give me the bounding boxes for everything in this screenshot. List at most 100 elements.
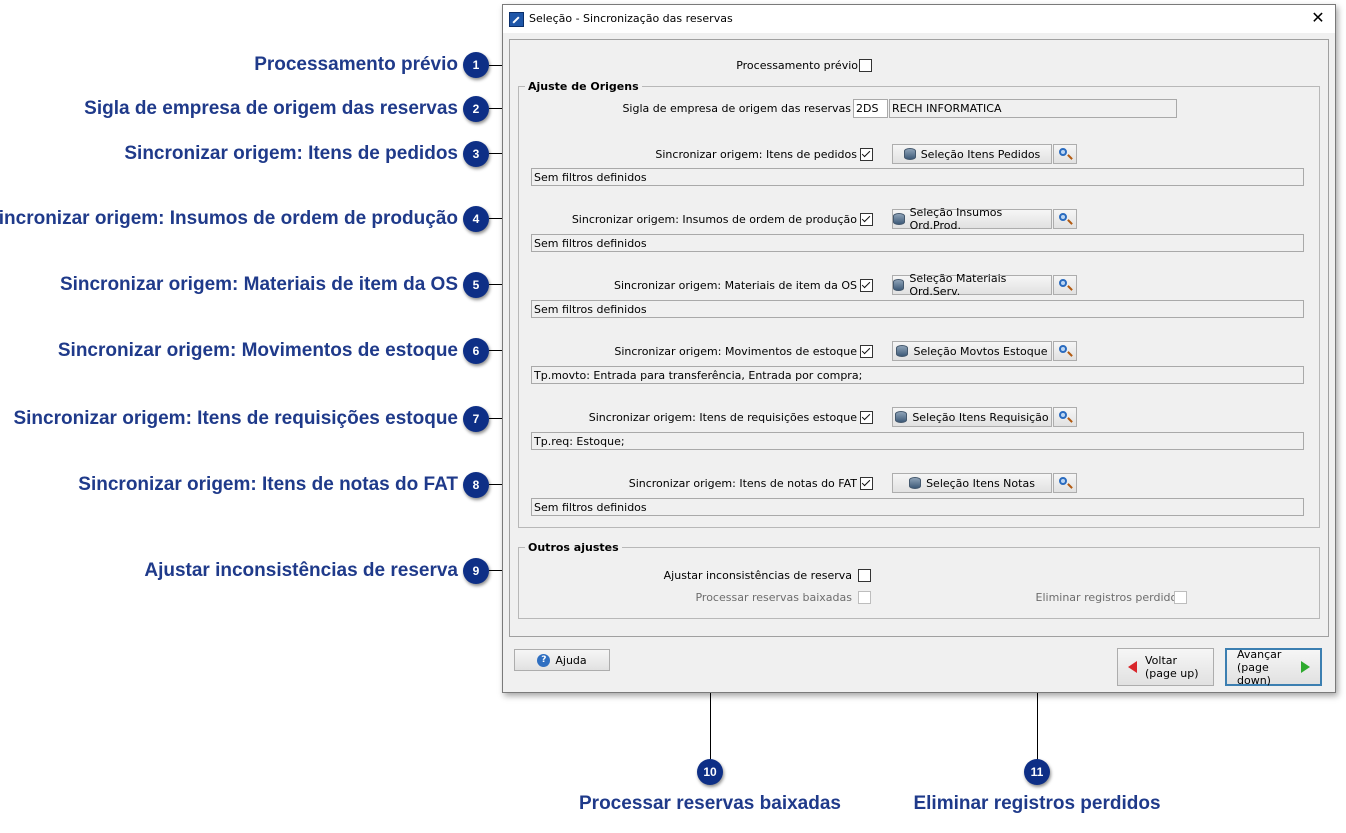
magnifier-icon bbox=[1059, 279, 1067, 287]
database-icon bbox=[903, 148, 916, 160]
annotation-badge: 8 bbox=[463, 472, 489, 498]
search-origin-4-button[interactable] bbox=[1053, 341, 1077, 361]
selecao-notas-button[interactable]: Seleção Itens Notas bbox=[892, 473, 1052, 493]
origin-movimentos-checkbox[interactable] bbox=[860, 345, 873, 358]
button-label: Seleção Materiais Ord.Serv. bbox=[909, 272, 1007, 298]
database-icon bbox=[895, 411, 908, 423]
annotation-badge: 3 bbox=[463, 141, 489, 167]
ajuste-origens-group: Ajuste de Origens bbox=[518, 80, 1320, 528]
database-icon bbox=[896, 345, 909, 357]
filter-summary-1: Sem filtros definidos bbox=[531, 168, 1304, 186]
eliminar-perdidos-checkbox[interactable] bbox=[1174, 591, 1187, 604]
ajustar-inconsistencias-label: Ajustar inconsistências de reserva bbox=[663, 569, 852, 582]
selecao-requisicao-button[interactable]: Seleção Itens Requisição bbox=[892, 407, 1052, 427]
annotation-label: Sincronizar origem: Insumos de ordem de … bbox=[0, 208, 458, 229]
button-label: Seleção Movtos Estoque bbox=[913, 344, 1048, 358]
help-button[interactable]: ? Ajuda bbox=[514, 649, 610, 671]
annotation-label: Sincronizar origem: Itens de requisições… bbox=[13, 408, 458, 429]
origin-insumos-checkbox[interactable] bbox=[860, 213, 873, 226]
help-icon: ? bbox=[537, 653, 551, 667]
next-label-line1: Avançar bbox=[1237, 647, 1282, 661]
search-origin-1-button[interactable] bbox=[1053, 144, 1077, 164]
ajuste-origens-title: Ajuste de Origens bbox=[528, 80, 639, 93]
magnifier-icon bbox=[1059, 148, 1067, 156]
search-origin-3-button[interactable] bbox=[1053, 275, 1077, 295]
annotation-badge: 1 bbox=[463, 52, 489, 78]
annotation-badge: 4 bbox=[463, 206, 489, 232]
processamento-previo-label: Processamento prévio bbox=[736, 59, 858, 72]
selecao-movtos-button[interactable]: Seleção Movtos Estoque bbox=[892, 341, 1052, 361]
main-panel: Processamento prévio Ajuste de Origens S… bbox=[509, 39, 1329, 637]
button-label: Seleção Itens Pedidos bbox=[920, 147, 1041, 161]
origin-insumos-label: Sincronizar origem: Insumos de ordem de … bbox=[571, 213, 857, 226]
annotation-label: Eliminar registros perdidos bbox=[913, 793, 1161, 814]
title-bar[interactable]: Seleção - Sincronização das reservas ✕ bbox=[503, 5, 1335, 33]
origin-itens-pedidos-checkbox[interactable] bbox=[860, 148, 873, 161]
magnifier-icon bbox=[1059, 345, 1067, 353]
magnifier-icon bbox=[1059, 411, 1067, 419]
magnifier-handle bbox=[1067, 154, 1073, 160]
selecao-materiais-button[interactable]: Seleção Materiais Ord.Serv. bbox=[892, 272, 1052, 298]
next-label: Avançar (page down) bbox=[1237, 648, 1293, 687]
processar-baixadas-label: Processar reservas baixadas bbox=[695, 591, 852, 604]
filter-summary-4: Tp.movto: Entrada para transferência, En… bbox=[531, 366, 1304, 384]
magnifier-handle bbox=[1067, 417, 1073, 423]
next-label-line2: (page down) bbox=[1237, 660, 1271, 687]
filter-summary-3: Sem filtros definidos bbox=[531, 300, 1304, 318]
app-icon bbox=[509, 12, 524, 27]
annotation-badge: 7 bbox=[463, 406, 489, 432]
origin-notas-checkbox[interactable] bbox=[860, 477, 873, 490]
magnifier-handle bbox=[1067, 351, 1073, 357]
search-origin-5-button[interactable] bbox=[1053, 407, 1077, 427]
selecao-insumos-button[interactable]: Seleção Insumos Ord.Prod. bbox=[892, 206, 1052, 232]
search-origin-2-button[interactable] bbox=[1053, 209, 1077, 229]
database-icon bbox=[893, 279, 905, 291]
annotation-label: Ajustar inconsistências de reserva bbox=[144, 560, 458, 581]
back-label: Voltar (page up) bbox=[1145, 654, 1199, 680]
origin-movimentos-label: Sincronizar origem: Movimentos de estoqu… bbox=[614, 345, 857, 358]
next-button[interactable]: Avançar (page down) bbox=[1225, 648, 1322, 687]
database-icon bbox=[909, 477, 922, 489]
filter-summary-2: Sem filtros definidos bbox=[531, 234, 1304, 252]
annotation-badge: 2 bbox=[463, 96, 489, 122]
annotation-label: Sincronizar origem: Itens de pedidos bbox=[124, 143, 458, 164]
processar-baixadas-checkbox[interactable] bbox=[858, 591, 871, 604]
annotation-badge: 6 bbox=[463, 338, 489, 364]
search-origin-6-button[interactable] bbox=[1053, 473, 1077, 493]
magnifier-handle bbox=[1067, 483, 1073, 489]
origin-materiais-checkbox[interactable] bbox=[860, 279, 873, 292]
annotation-badge: 9 bbox=[463, 558, 489, 584]
magnifier-icon bbox=[1059, 477, 1067, 485]
back-button[interactable]: Voltar (page up) bbox=[1117, 648, 1214, 686]
arrow-left-icon bbox=[1128, 661, 1137, 673]
selecao-itens-pedidos-button[interactable]: Seleção Itens Pedidos bbox=[892, 144, 1052, 164]
origin-requisicoes-checkbox[interactable] bbox=[860, 411, 873, 424]
annotation-label: Sincronizar origem: Itens de notas do FA… bbox=[78, 474, 458, 495]
ajustar-inconsistencias-checkbox[interactable] bbox=[858, 569, 871, 582]
dialog-window: Seleção - Sincronização das reservas ✕ P… bbox=[502, 4, 1336, 693]
database-icon bbox=[893, 213, 905, 225]
arrow-right-icon bbox=[1301, 661, 1310, 673]
annotation-label: Sigla de empresa de origem das reservas bbox=[84, 98, 458, 119]
filter-summary-6: Sem filtros definidos bbox=[531, 498, 1304, 516]
magnifier-handle bbox=[1067, 285, 1073, 291]
sigla-name-field: RECH INFORMATICA bbox=[889, 99, 1177, 118]
window-title: Seleção - Sincronização das reservas bbox=[529, 12, 733, 25]
annotation-badge: 11 bbox=[1024, 759, 1050, 785]
origin-requisicoes-label: Sincronizar origem: Itens de requisições… bbox=[588, 411, 857, 424]
sigla-label: Sigla de empresa de origem das reservas bbox=[622, 102, 851, 115]
annotation-label: Sincronizar origem: Movimentos de estoqu… bbox=[57, 340, 458, 361]
close-button[interactable]: ✕ bbox=[1311, 8, 1325, 27]
button-label: Seleção Insumos Ord.Prod. bbox=[909, 206, 1003, 232]
filter-summary-5: Tp.req: Estoque; bbox=[531, 432, 1304, 450]
origin-notas-label: Sincronizar origem: Itens de notas do FA… bbox=[628, 477, 857, 490]
eliminar-perdidos-label: Eliminar registros perdidos bbox=[1035, 591, 1184, 604]
processamento-previo-checkbox[interactable] bbox=[859, 59, 872, 72]
back-label-line1: Voltar bbox=[1145, 654, 1178, 667]
magnifier-handle bbox=[1067, 219, 1073, 225]
outros-ajustes-group: Outros ajustes bbox=[518, 541, 1320, 619]
sigla-code-input[interactable]: 2DS bbox=[853, 99, 888, 118]
back-label-line2: (page up) bbox=[1145, 667, 1199, 680]
origin-itens-pedidos-label: Sincronizar origem: Itens de pedidos bbox=[655, 148, 857, 161]
annotation-label: Sincronizar origem: Materiais de item da… bbox=[59, 274, 458, 295]
